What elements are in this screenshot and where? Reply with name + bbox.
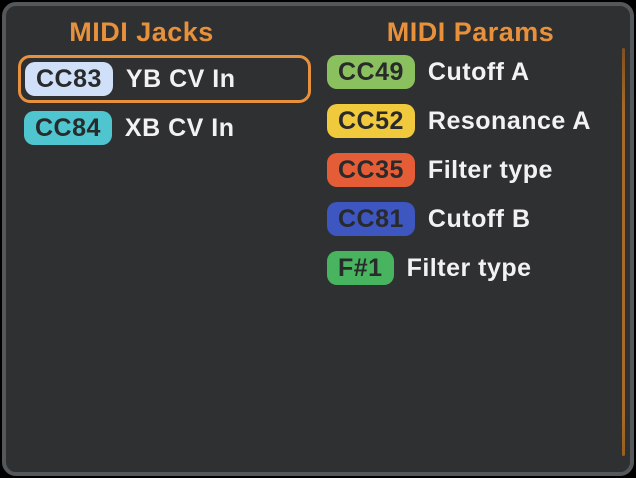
midi-jack-label: XB CV In: [124, 113, 235, 142]
scrollbar[interactable]: [622, 48, 625, 456]
selected-item-outline[interactable]: CC83 YB CV In: [18, 55, 311, 103]
columns-container: MIDI Jacks CC83 YB CV In CC84 XB CV In M…: [6, 6, 630, 300]
midi-jack-label: YB CV In: [125, 64, 236, 93]
midi-param-label: Cutoff A: [427, 57, 530, 86]
midi-jack-item[interactable]: CC83 YB CV In: [21, 62, 302, 96]
midi-cc-badge[interactable]: CC35: [327, 153, 415, 187]
midi-jacks-header: MIDI Jacks: [69, 17, 214, 47]
midi-params-column: MIDI Params CC49 Cutoff A CC52 Resonance…: [319, 14, 622, 300]
midi-param-label: Filter type: [406, 253, 532, 282]
midi-params-header: MIDI Params: [386, 17, 555, 47]
midi-cc-badge[interactable]: CC52: [327, 104, 415, 138]
midi-cc-badge[interactable]: CC81: [327, 202, 415, 236]
midi-jacks-column: MIDI Jacks CC83 YB CV In CC84 XB CV In: [16, 14, 319, 300]
midi-cc-badge[interactable]: CC84: [24, 111, 112, 145]
midi-param-item[interactable]: F#1 Filter type: [319, 251, 622, 285]
midi-param-label: Filter type: [427, 155, 553, 184]
midi-jack-item[interactable]: CC84 XB CV In: [16, 111, 319, 145]
midi-param-item[interactable]: CC35 Filter type: [319, 153, 622, 187]
midi-param-item[interactable]: CC81 Cutoff B: [319, 202, 622, 236]
midi-cc-badge[interactable]: CC49: [327, 55, 415, 89]
midi-param-label: Cutoff B: [427, 204, 531, 233]
midi-note-badge[interactable]: F#1: [327, 251, 394, 285]
midi-param-label: Resonance A: [427, 106, 591, 135]
midi-param-item[interactable]: CC52 Resonance A: [319, 104, 622, 138]
midi-param-item[interactable]: CC49 Cutoff A: [319, 55, 622, 89]
midi-cc-badge[interactable]: CC83: [25, 62, 113, 96]
